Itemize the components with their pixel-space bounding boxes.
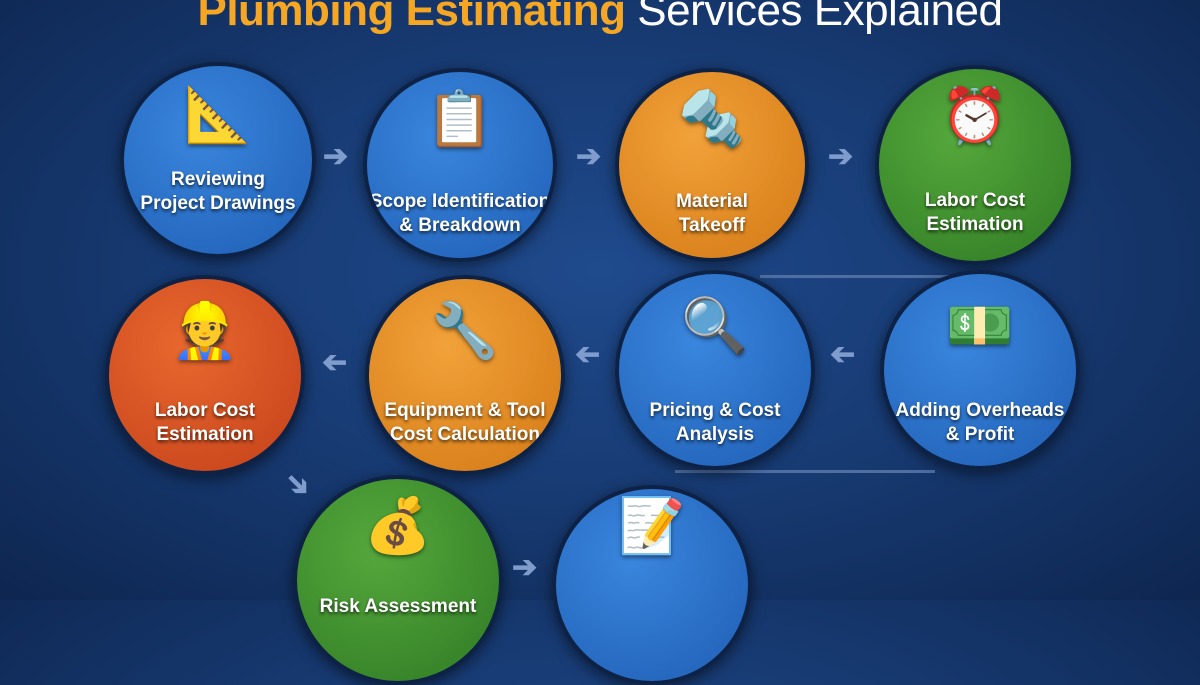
step-equipment-tool-cost: 🔧 Equipment & Tool Cost Calculation	[365, 275, 565, 475]
connector-line	[675, 470, 935, 473]
arrow-left-icon: ➔	[830, 338, 856, 371]
title-rest: Services Explained	[637, 0, 1003, 35]
arrow-right-icon: ➔	[828, 140, 854, 173]
step-label: Risk Assessment	[319, 596, 477, 617]
workers-icon: 👷	[171, 301, 239, 361]
step-label: Pricing & Cost Analysis	[649, 400, 781, 445]
pipes-fittings-icon: 🔩	[678, 89, 746, 149]
clock-calculator-icon: ⏰	[941, 86, 1009, 146]
step-label: Equipment & Tool Cost Calculation	[384, 400, 546, 445]
tools-icon: 🔧	[431, 301, 499, 361]
title-highlight: Plumbing Estimating	[197, 0, 626, 35]
step-scope-identification: 📋 Scope Identification & Breakdown	[363, 68, 557, 262]
step-labor-cost-estimation: ⏰ Labor Cost Estimation	[875, 65, 1075, 265]
step-pricing-cost-analysis: 🔍 Pricing & Cost Analysis	[615, 270, 815, 470]
step-final-document: 📝	[552, 485, 752, 685]
magnifier-dollar-icon: 🔍	[681, 296, 749, 356]
page-title: Plumbing Estimating Services Explained	[0, 0, 1200, 36]
step-risk-assessment: 💰 Risk Assessment	[293, 475, 503, 685]
connector-line	[760, 275, 950, 278]
step-label: Material Takeoff	[676, 191, 748, 236]
arrow-left-icon: ➔	[322, 346, 348, 379]
coins-documents-icon: 💰	[364, 496, 432, 556]
step-material-takeoff: 🔩 Material Takeoff	[615, 68, 809, 262]
step-labor-cost-estimation-2: 👷 Labor Cost Estimation	[105, 275, 305, 475]
step-label: Scope Identification & Breakdown	[369, 191, 551, 236]
arrow-right-icon: ➔	[512, 551, 538, 584]
arrow-left-icon: ➔	[575, 338, 601, 371]
signed-document-icon: 📝	[618, 496, 686, 556]
arrow-right-icon: ➔	[323, 140, 349, 173]
invoice-money-icon: 💵	[946, 296, 1014, 356]
step-reviewing-drawings: 📐 Reviewing Project Drawings	[120, 62, 316, 258]
step-label: Reviewing Project Drawings	[140, 169, 296, 214]
step-label: Labor Cost Estimation	[154, 400, 256, 445]
step-label: Labor Cost Estimation	[924, 190, 1026, 235]
arrow-right-icon: ➔	[576, 140, 602, 173]
blueprint-icon: 📐	[184, 85, 252, 145]
clipboard-worker-icon: 📋	[426, 89, 494, 149]
arrow-down-right-icon: ➔	[277, 464, 319, 506]
step-overheads-profit: 💵 Adding Overheads & Profit	[880, 270, 1080, 470]
step-label: Adding Overheads & Profit	[895, 400, 1065, 445]
